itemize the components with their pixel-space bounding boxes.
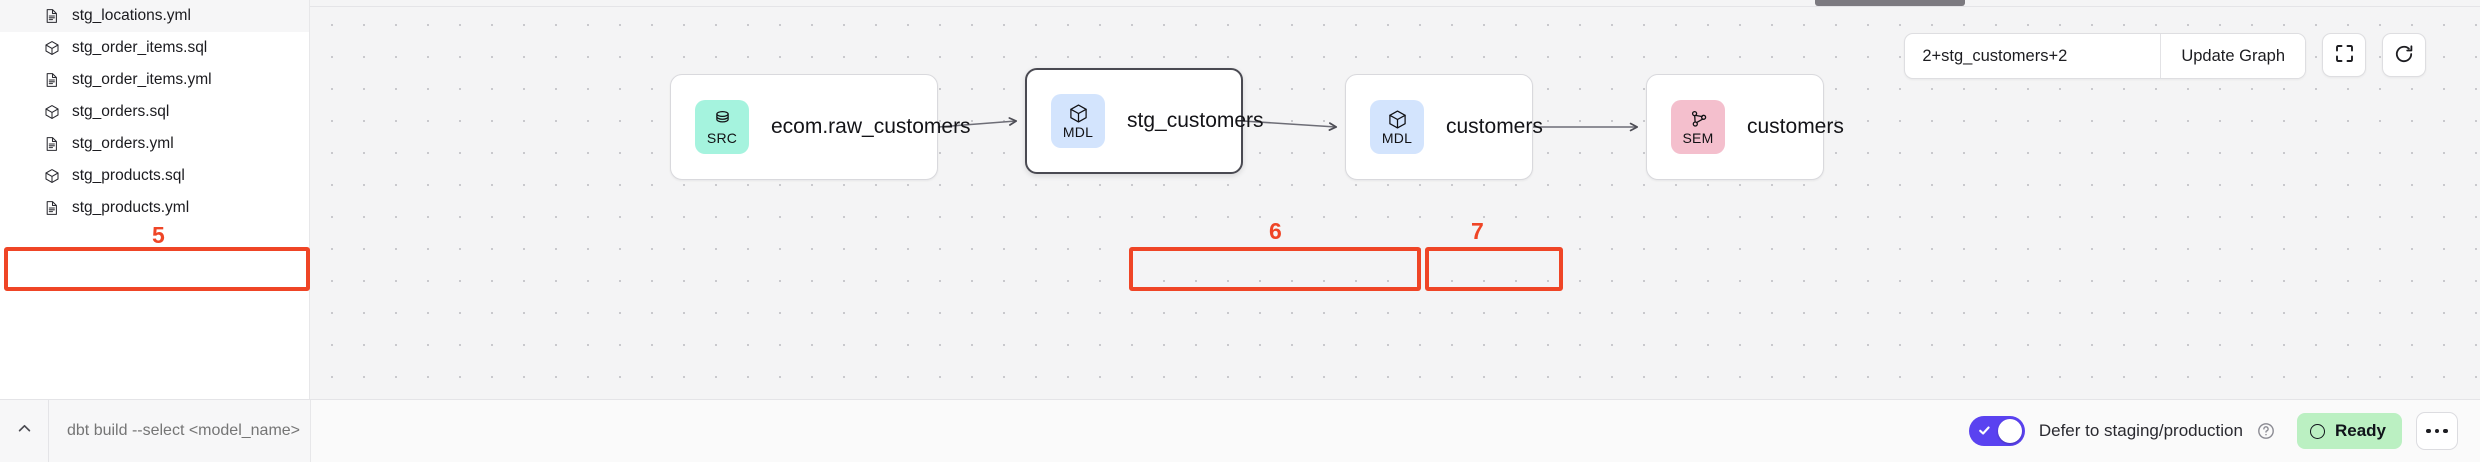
chevron-up-icon <box>16 420 33 442</box>
file-tree-list: stg_locations.yml stg_order_items.sql stg_… <box>0 0 309 224</box>
file-tree-item-label: stg_order_items.yml <box>72 71 212 89</box>
defer-label: Defer to staging/production <box>2038 421 2243 440</box>
semantic-graph-icon <box>1688 109 1709 130</box>
defer-setting-group: Defer to staging/production <box>1968 416 2297 446</box>
workspace-upper: stg_locations.yml stg_order_items.sql stg_… <box>0 0 2480 399</box>
canvas-top-divider <box>310 6 2480 7</box>
selector-input-group: Update Graph <box>1904 33 2306 79</box>
toolbar-divider <box>2160 34 2162 78</box>
yml-file-icon <box>44 8 60 24</box>
lineage-node-title: stg_customers <box>1127 109 1264 132</box>
graph-toolbar: Update Graph <box>1904 33 2426 79</box>
cube-icon <box>1068 103 1089 124</box>
file-tree-item[interactable]: stg_products.sql <box>0 160 309 192</box>
dbt-command-input[interactable] <box>49 400 310 462</box>
node-type-label: MDL <box>1062 124 1094 140</box>
refresh-graph-button[interactable] <box>2382 33 2426 77</box>
node-type-label: SRC <box>706 130 738 146</box>
file-tree-item[interactable]: stg_locations.yml <box>0 0 309 32</box>
lineage-node[interactable]: MDL stg_customers <box>1025 68 1264 174</box>
status-group: Ready <box>2296 412 2458 450</box>
fullscreen-button[interactable] <box>2322 33 2366 77</box>
file-tree-item-label: stg_products.yml <box>72 199 190 217</box>
yml-file-icon <box>44 136 60 152</box>
node-type-label: MDL <box>1381 130 1413 146</box>
status-circle-icon <box>2309 423 2325 439</box>
more-horizontal-icon-dot-2 <box>2434 428 2440 434</box>
more-horizontal-icon-dot-1 <box>2426 428 2431 434</box>
file-tree-item-label: stg_orders.yml <box>72 135 174 153</box>
sql-model-icon <box>44 104 60 120</box>
node-type-badge: SRC <box>695 100 749 154</box>
command-bar <box>0 400 311 462</box>
file-explorer-sidebar: stg_locations.yml stg_order_items.sql stg_… <box>0 0 310 399</box>
more-horizontal-icon-dot-3 <box>2443 428 2448 434</box>
command-bar-expand-toggle[interactable] <box>0 400 49 462</box>
refresh-icon <box>2393 43 2415 68</box>
lineage-node-title: customers <box>1747 115 1844 138</box>
node-type-badge: MDL <box>1051 94 1105 148</box>
file-tree-item-label: stg_order_items.sql <box>72 39 208 57</box>
file-tree-item-label: stg_orders.sql <box>72 103 170 121</box>
help-circle-icon[interactable] <box>2257 422 2275 440</box>
dbt-selector-input[interactable] <box>1905 34 2161 78</box>
lineage-graph-canvas[interactable]: Update Graph <box>310 0 2480 399</box>
database-icon <box>712 109 733 130</box>
update-graph-button[interactable]: Update Graph <box>2161 34 2305 78</box>
lineage-node[interactable]: MDL customers <box>1345 74 1543 180</box>
file-tree-item-label: stg_locations.yml <box>72 7 191 25</box>
file-tree-item[interactable]: stg_orders.sql <box>0 96 309 128</box>
toggle-knob <box>1997 419 2022 443</box>
file-tree-item[interactable]: stg_order_items.yml <box>0 64 309 96</box>
check-icon <box>1978 424 1991 442</box>
file-tree-item[interactable]: stg_order_items.sql <box>0 32 309 64</box>
fullscreen-icon <box>2334 43 2355 67</box>
file-tree-item[interactable]: stg_orders.yml <box>0 128 309 160</box>
status-badge[interactable]: Ready <box>2296 413 2402 449</box>
node-type-badge: SEM <box>1671 100 1725 154</box>
file-tree-item[interactable]: stg_products.yml <box>0 192 309 224</box>
node-type-label: SEM <box>1682 130 1714 146</box>
yml-file-icon <box>44 200 60 216</box>
yml-file-icon <box>44 72 60 88</box>
lineage-node[interactable]: SRC ecom.raw_customers <box>670 74 971 180</box>
bottom-status-bar: Defer to staging/production Ready <box>0 399 2480 462</box>
tab-scroll-indicator <box>1815 0 1965 6</box>
defer-toggle[interactable] <box>1968 416 2025 446</box>
file-tree-item-label: stg_products.sql <box>72 167 185 185</box>
cube-icon <box>1387 109 1408 130</box>
node-type-badge: MDL <box>1370 100 1424 154</box>
lineage-node-title: customers <box>1446 115 1543 138</box>
status-bar-right: Defer to staging/production Ready <box>311 400 2480 462</box>
status-badge-label: Ready <box>2334 421 2386 440</box>
lineage-node[interactable]: SEM customers <box>1646 74 1844 180</box>
sql-model-icon <box>44 168 60 184</box>
sql-model-icon <box>44 40 60 56</box>
lineage-node-title: ecom.raw_customers <box>771 115 971 138</box>
more-options-button[interactable] <box>2416 412 2458 450</box>
